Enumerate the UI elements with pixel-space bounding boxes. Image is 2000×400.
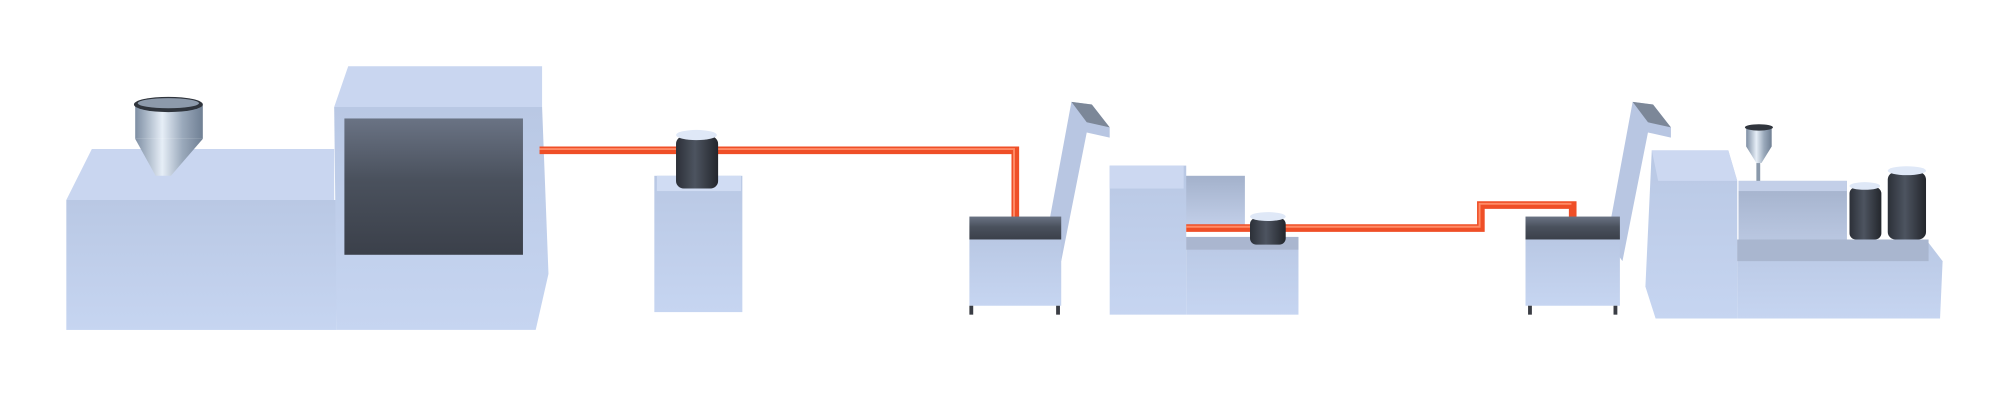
feed-box-inner	[969, 216, 1062, 240]
packaging-machine	[1645, 124, 1943, 319]
column-cylinder	[676, 136, 719, 189]
machine-tall-block	[1645, 150, 1738, 319]
machine-cylinder	[1849, 187, 1882, 240]
unit-cylinder-cap	[1250, 212, 1286, 222]
inclined-conveyor-1	[969, 101, 1110, 315]
column-cylinder-cap	[676, 129, 717, 141]
leg	[1613, 305, 1618, 315]
leg	[969, 305, 974, 315]
feed-box	[1525, 239, 1620, 306]
leg	[1528, 305, 1532, 315]
pipe-1	[539, 146, 1020, 240]
conveyor-belt	[1607, 101, 1671, 262]
extruder-base-front	[66, 200, 337, 330]
hopper-icon	[133, 96, 203, 176]
extruder-window	[344, 118, 523, 255]
leg	[1056, 305, 1060, 315]
unit-cylinder	[1250, 217, 1286, 245]
feed-box-inner	[1525, 216, 1620, 240]
unit-back-block	[1184, 175, 1245, 227]
cooling-column	[654, 129, 743, 313]
extruder-base-top	[66, 149, 335, 200]
machine-cylinder	[1887, 171, 1927, 240]
conveyor-belt	[1045, 101, 1110, 262]
column-pillar	[654, 175, 743, 313]
unit-lower-block	[1186, 236, 1299, 315]
processing-unit	[1109, 165, 1299, 315]
feed-box	[969, 239, 1062, 306]
extruder-tower-top	[334, 66, 543, 108]
small-hopper-icon	[1744, 124, 1773, 181]
unit-tall-block	[1109, 165, 1187, 315]
extruder	[66, 66, 549, 330]
inclined-conveyor-2	[1525, 101, 1671, 315]
